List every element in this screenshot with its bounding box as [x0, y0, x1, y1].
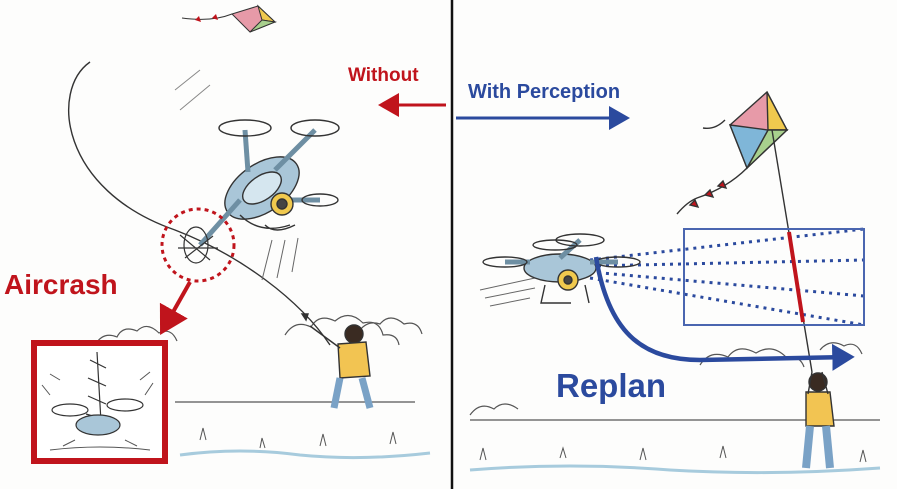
person-icon: [300, 313, 374, 409]
person-icon: [802, 371, 835, 469]
replan-arrow: [593, 256, 855, 371]
crash-circle-icon: [160, 207, 236, 283]
drone-icon: [198, 119, 340, 281]
grass-right: [469, 445, 881, 475]
without-label: Without: [348, 65, 419, 86]
right-panel: [456, 90, 881, 475]
replan-label: Replan: [556, 367, 667, 404]
detected-string: [787, 231, 805, 323]
aircrash-label: Aircrash: [4, 269, 118, 300]
crash-arrow: [159, 281, 192, 335]
grass-left: [179, 427, 431, 460]
crash-inset-icon: [31, 340, 168, 464]
perception-cone: [589, 227, 865, 327]
left-panel: [31, 4, 446, 464]
drone-icon: [479, 233, 641, 307]
with-perception-label: With Perception: [468, 81, 621, 103]
kite-icon: [676, 90, 789, 215]
detection-box: [683, 228, 865, 326]
kite-string: [68, 61, 331, 346]
kite-icon: [181, 4, 277, 33]
